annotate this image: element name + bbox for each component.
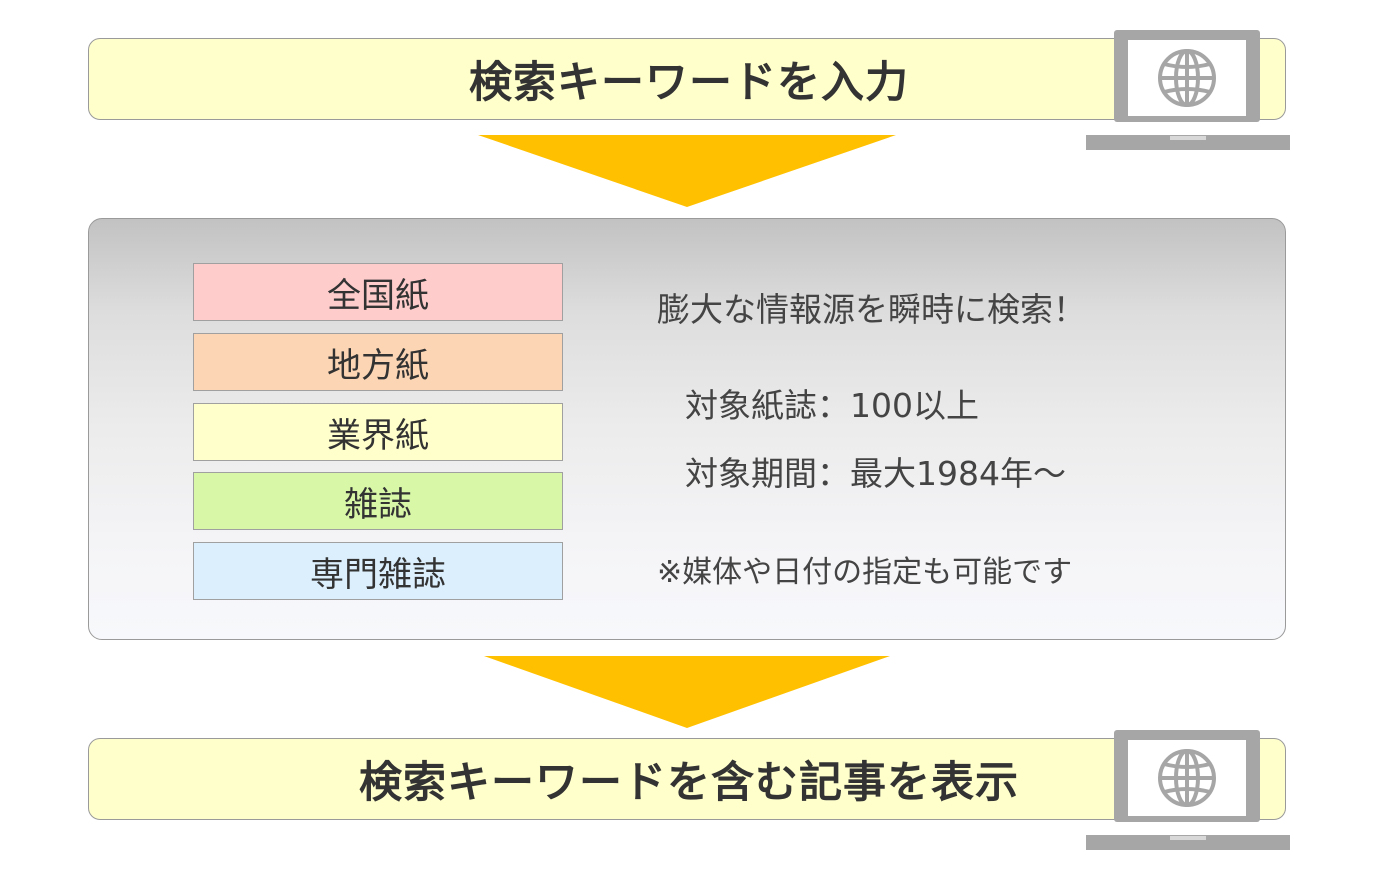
search-headline: 膨大な情報源を瞬時に検索！ [657,290,1086,329]
step-results-banner: 検索キーワードを含む記事を表示 [88,738,1286,820]
laptop-globe-icon [1086,728,1290,852]
category-specialist-magazines: 専門雑誌 [193,542,563,600]
flow-arrow-down-icon [484,656,890,728]
category-regional-papers: 地方紙 [193,333,563,391]
category-national-papers: 全国紙 [193,263,563,321]
category-industry-papers: 業界紙 [193,403,563,461]
coverage-sources: 対象紙誌：100以上 [685,386,979,425]
laptop-globe-icon [1086,28,1290,152]
search-scope-panel: 全国紙 地方紙 業界紙 雑誌 専門雑誌 膨大な情報源を瞬時に検索！ 対象紙誌：1… [88,218,1286,640]
step-results-text: 検索キーワードを含む記事を表示 [359,758,1019,808]
coverage-period: 対象期間：最大1984年～ [685,454,1066,493]
step-input-text: 検索キーワードを入力 [469,58,909,108]
category-magazines: 雑誌 [193,472,563,530]
step-input-banner: 検索キーワードを入力 [88,38,1286,120]
filter-note: ※媒体や日付の指定も可能です [657,555,1073,590]
flow-arrow-down-icon [478,135,896,207]
